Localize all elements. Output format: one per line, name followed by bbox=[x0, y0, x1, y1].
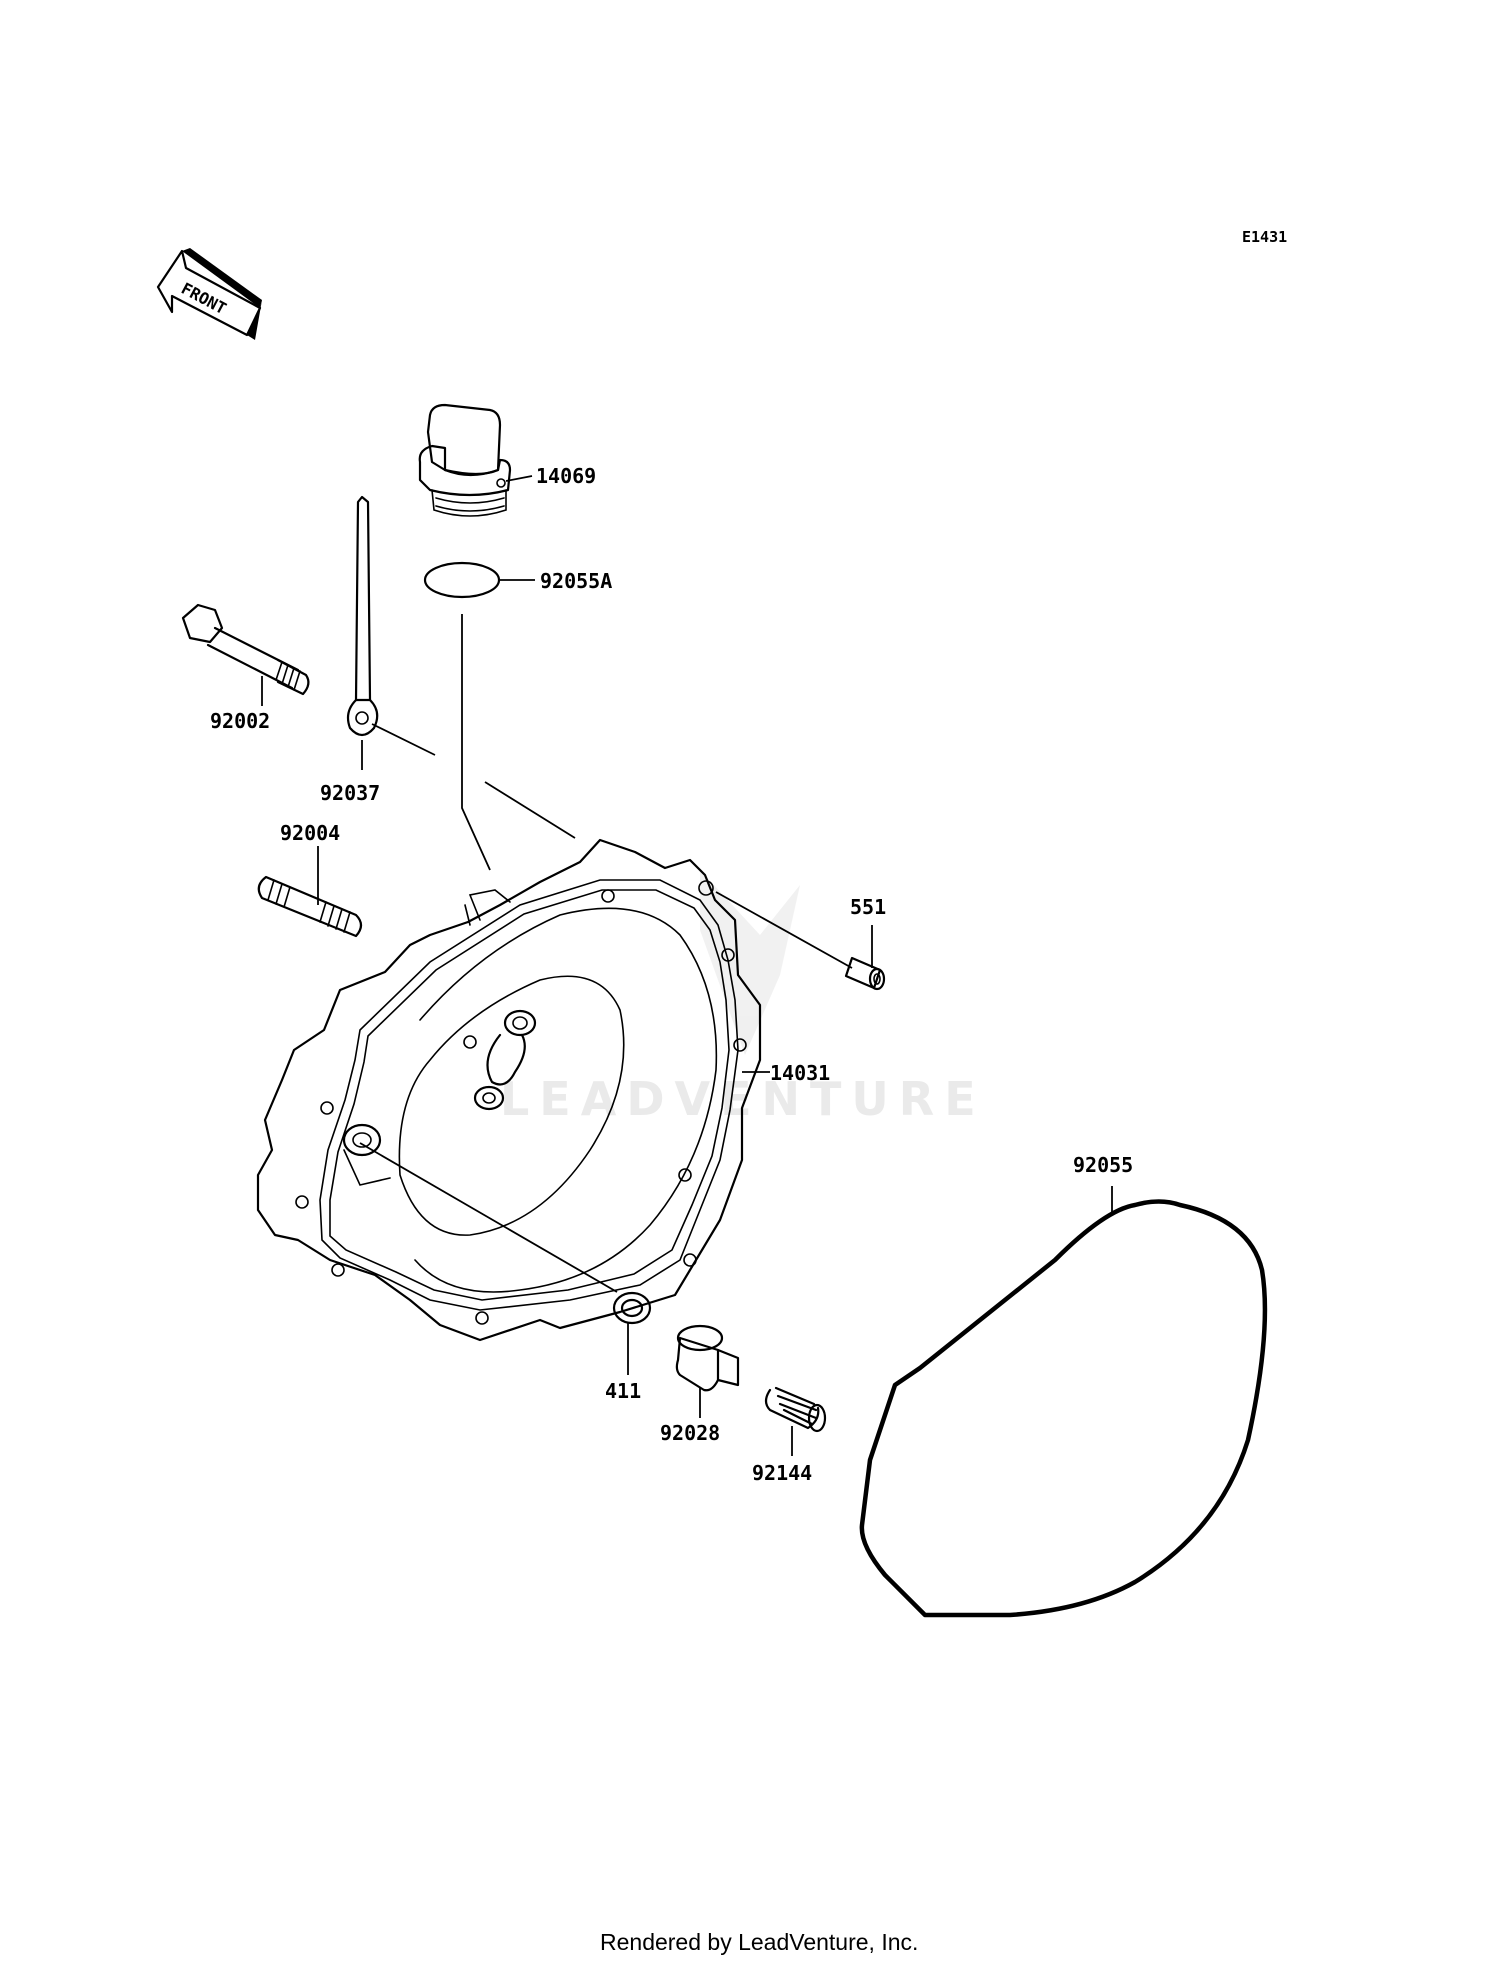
part-number-92004: 92004 bbox=[280, 821, 340, 845]
part-number-92028: 92028 bbox=[660, 1421, 720, 1445]
bolt-drawing bbox=[181, 603, 310, 696]
part-number-14069: 14069 bbox=[536, 464, 596, 488]
oil-filler-cap-drawing bbox=[418, 403, 512, 517]
part-number-14031: 14031 bbox=[770, 1061, 830, 1085]
assembly-line-o-ring bbox=[461, 614, 491, 871]
watermark: LEADVENTURE bbox=[500, 870, 986, 1126]
leader-14069 bbox=[505, 475, 533, 482]
part-number-92144: 92144 bbox=[752, 1461, 812, 1485]
collar-drawing bbox=[675, 1324, 740, 1392]
watermark-text: LEADVENTURE bbox=[500, 1072, 986, 1126]
footer-credit: Rendered by LeadVenture, Inc. bbox=[600, 1929, 918, 1955]
part-number-92037: 92037 bbox=[320, 781, 380, 805]
front-arrow-icon: FRONT bbox=[156, 248, 262, 340]
part-number-92002: 92002 bbox=[210, 709, 270, 733]
part-number-92055A: 92055A bbox=[540, 569, 612, 593]
crankcase-cover-drawing bbox=[256, 838, 762, 1342]
dipstick-drawing bbox=[346, 495, 379, 737]
stud-drawing bbox=[257, 875, 363, 938]
assembly-line-washer bbox=[359, 1142, 618, 1293]
drawing-code: E1431 bbox=[1242, 228, 1287, 246]
spring-drawing bbox=[764, 1386, 827, 1433]
dowel-pin-drawing bbox=[844, 956, 886, 991]
o-ring-cap-drawing bbox=[423, 561, 501, 599]
cover-gasket-drawing bbox=[859, 1199, 1268, 1618]
part-number-551: 551 bbox=[850, 895, 886, 919]
part-number-411: 411 bbox=[605, 1379, 641, 1403]
washer-drawing bbox=[612, 1291, 652, 1325]
part-number-92055: 92055 bbox=[1073, 1153, 1133, 1177]
assembly-line-dipstick bbox=[371, 723, 576, 839]
assembly-line-dowel bbox=[715, 891, 853, 969]
